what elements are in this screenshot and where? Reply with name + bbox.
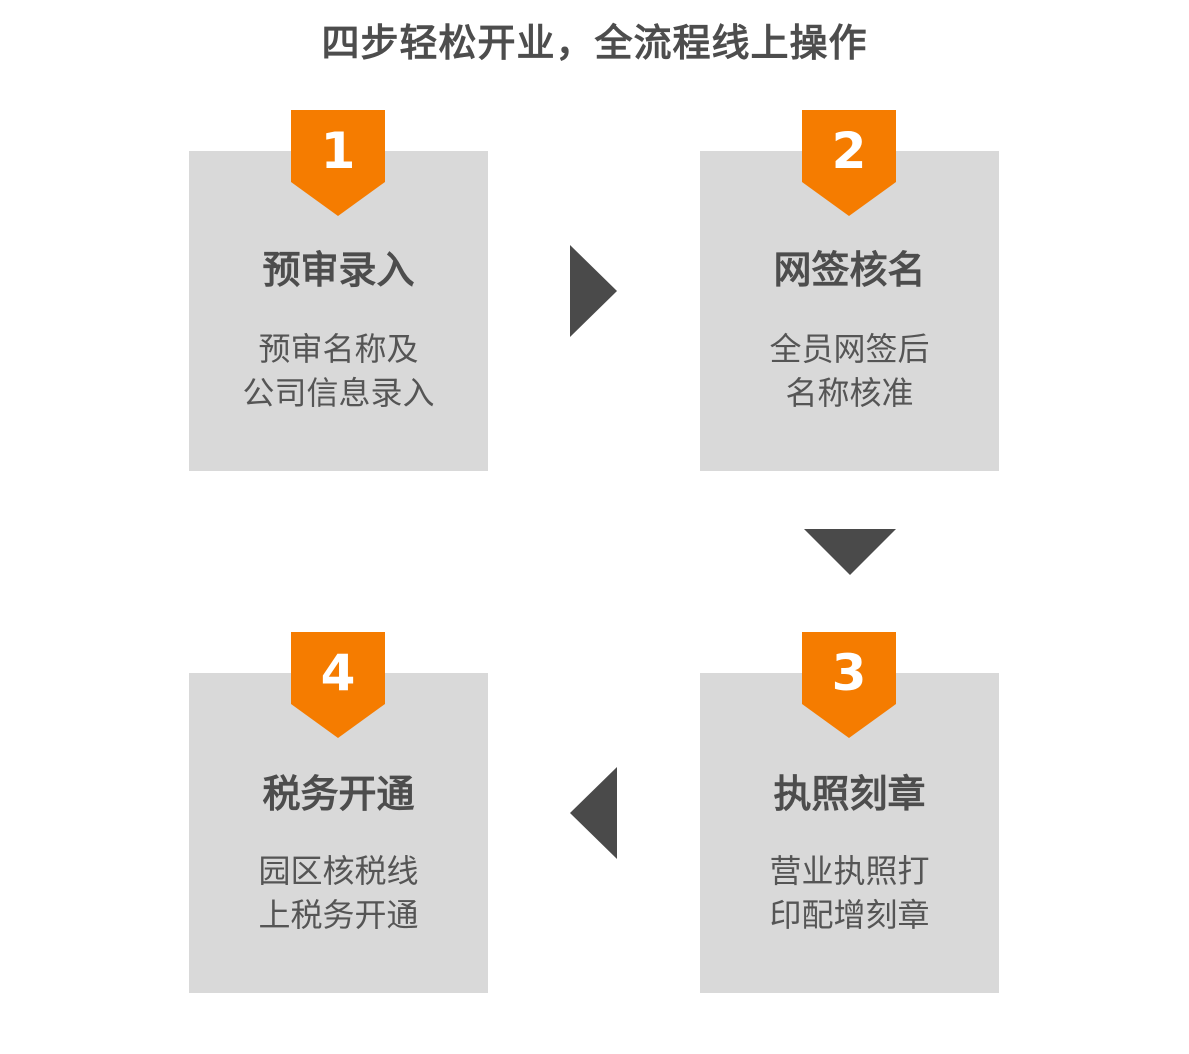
step-title: 税务开通 bbox=[262, 772, 415, 816]
step-desc-line: 名称核准 bbox=[785, 374, 914, 412]
step-number-badge-1: 1 bbox=[291, 110, 385, 216]
step-desc-line: 营业执照打 bbox=[769, 852, 930, 890]
badge-shape-icon bbox=[802, 632, 896, 738]
step-number-badge-2: 2 bbox=[802, 110, 896, 216]
step-description: 全员网签后 名称核准 bbox=[700, 327, 999, 415]
badge-shape-icon bbox=[291, 632, 385, 738]
step-number: 4 bbox=[320, 644, 356, 702]
arrow-down-icon bbox=[804, 529, 896, 575]
arrow-right-icon bbox=[570, 245, 617, 337]
step-title: 预审录入 bbox=[262, 248, 415, 292]
badge-shape-icon bbox=[291, 110, 385, 216]
step-desc-line: 园区核税线 bbox=[258, 852, 419, 890]
step-desc-line: 印配增刻章 bbox=[769, 896, 930, 934]
badge-shape-icon bbox=[802, 110, 896, 216]
step-number: 3 bbox=[831, 644, 867, 702]
step-description: 园区核税线 上税务开通 bbox=[189, 849, 488, 937]
step-desc-line: 上税务开通 bbox=[258, 896, 419, 934]
step-description: 营业执照打 印配增刻章 bbox=[700, 849, 999, 937]
step-desc-line: 预审名称及 bbox=[258, 330, 419, 368]
step-number: 1 bbox=[320, 122, 356, 180]
step-desc-line: 公司信息录入 bbox=[242, 374, 435, 412]
step-number-badge-4: 4 bbox=[291, 632, 385, 738]
arrow-left-icon bbox=[570, 767, 617, 859]
step-number-badge-3: 3 bbox=[802, 632, 896, 738]
step-desc-line: 全员网签后 bbox=[769, 330, 930, 368]
step-number: 2 bbox=[831, 122, 867, 180]
step-description: 预审名称及 公司信息录入 bbox=[189, 327, 488, 415]
step-title: 网签核名 bbox=[773, 248, 926, 292]
step-title: 执照刻章 bbox=[773, 772, 926, 816]
page-title: 四步轻松开业，全流程线上操作 bbox=[321, 21, 868, 65]
